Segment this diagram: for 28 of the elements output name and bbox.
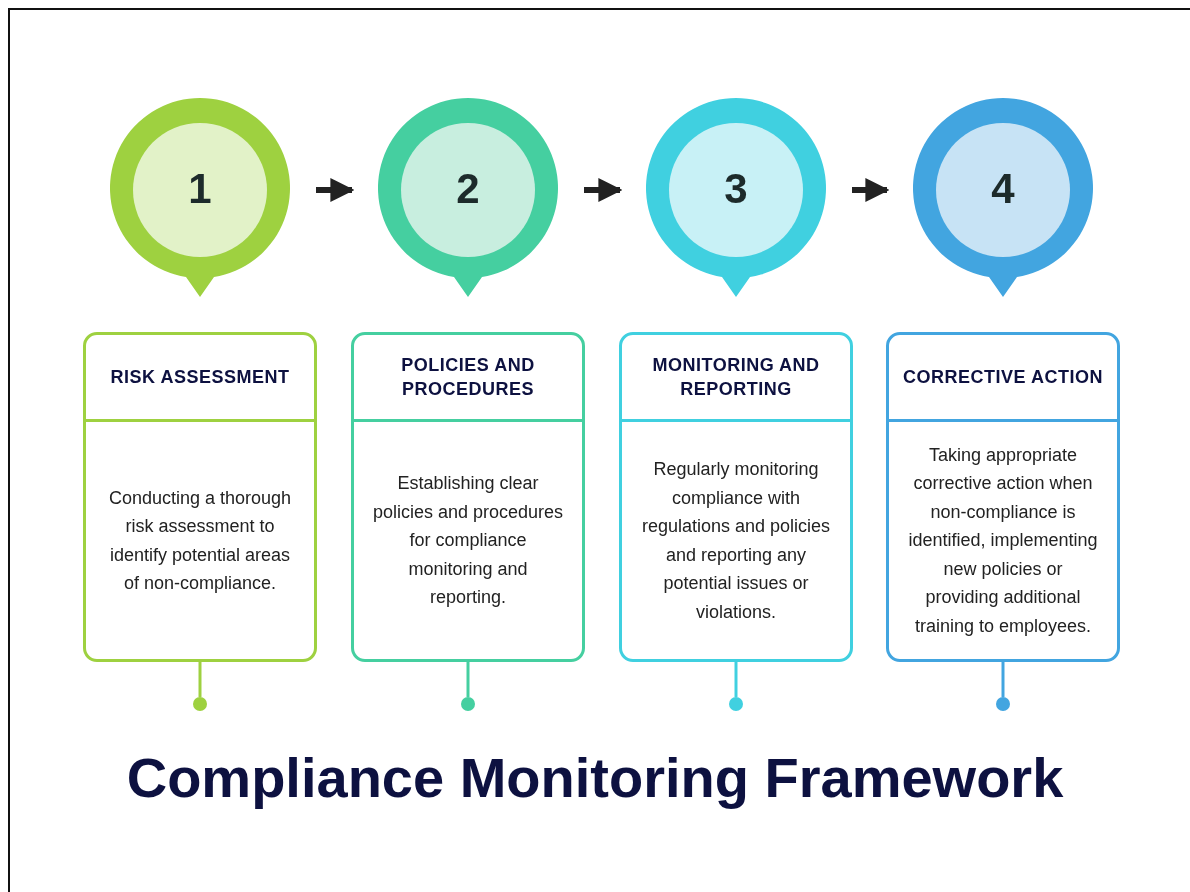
step-number: 4 (990, 164, 1016, 214)
endpoint-dot (729, 697, 743, 711)
title: Compliance Monitoring Framework (125, 745, 1065, 810)
step-card (83, 332, 317, 662)
connector-line (466, 662, 470, 697)
step-description: Establishing clear policies and procedures for compliance monitoring and reporting. (372, 472, 564, 610)
step-number: 2 (455, 164, 481, 214)
connector-line (198, 662, 202, 697)
step-heading: POLICIES AND PROCEDURES (400, 354, 536, 401)
arrow (852, 178, 890, 202)
arrow (584, 178, 623, 202)
step-description: Taking appropriate corrective action when non-compliance is identified, implementing new policies or providing additional training to employees. (907, 443, 1099, 638)
connector-line (734, 662, 738, 697)
step-card (886, 332, 1120, 662)
endpoint-dot (461, 697, 475, 711)
endpoint-dot (996, 697, 1010, 711)
step-number: 1 (187, 164, 213, 214)
step-card (351, 332, 585, 662)
step-number: 3 (723, 164, 749, 214)
endpoint-dot (193, 697, 207, 711)
step-heading: MONITORING AND REPORTING (651, 354, 821, 401)
step-card (619, 332, 853, 662)
connector-line (1001, 662, 1005, 697)
step-heading: CORRECTIVE ACTION (903, 366, 1103, 389)
step-heading: RISK ASSESSMENT (110, 366, 290, 389)
step-description: Regularly monitoring compliance with regulations and policies and reporting any potential issues or violations. (640, 458, 832, 624)
step-description: Conducting a thorough risk assessment to identify potential areas of non-compliance. (107, 486, 293, 595)
arrow (316, 178, 355, 202)
